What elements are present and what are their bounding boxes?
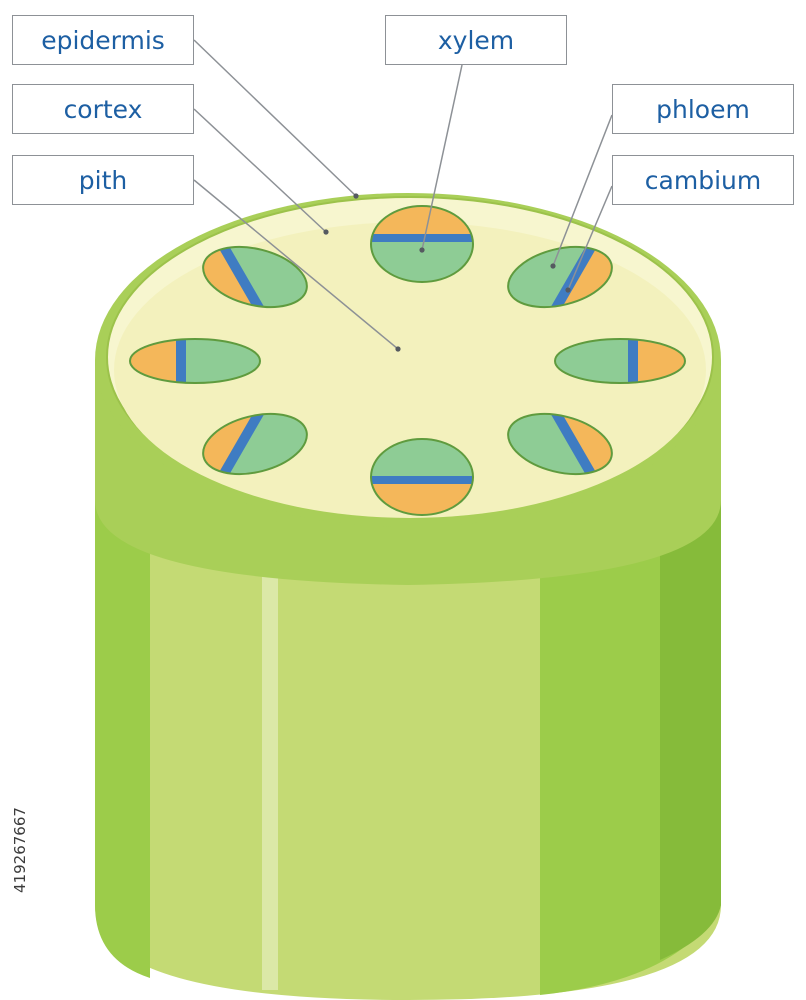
leader-line-xylem	[421, 64, 463, 251]
leader-line-epidermis	[193, 39, 357, 197]
leader-line-pith	[193, 179, 399, 350]
leader-line-phloem	[552, 114, 613, 267]
vascular-bundle	[371, 206, 473, 282]
leader-line-cambium	[567, 185, 613, 291]
stem-cylinder	[95, 360, 721, 1000]
label-cambium: cambium	[612, 155, 794, 205]
stem-highlight	[262, 510, 278, 990]
label-epidermis: epidermis	[12, 15, 194, 65]
leader-dots	[323, 193, 571, 352]
vascular-bundle	[130, 339, 260, 383]
label-xylem: xylem	[385, 15, 567, 65]
label-phloem: phloem	[612, 84, 794, 134]
leader-lines	[193, 39, 613, 350]
label-pith: pith	[12, 155, 194, 205]
stock-id-text: 419267667	[11, 807, 29, 893]
label-cortex: cortex	[12, 84, 194, 134]
stem-top-band	[95, 360, 721, 585]
leader-line-cortex	[193, 108, 327, 233]
stock-id-watermark: 419267667	[8, 760, 32, 940]
